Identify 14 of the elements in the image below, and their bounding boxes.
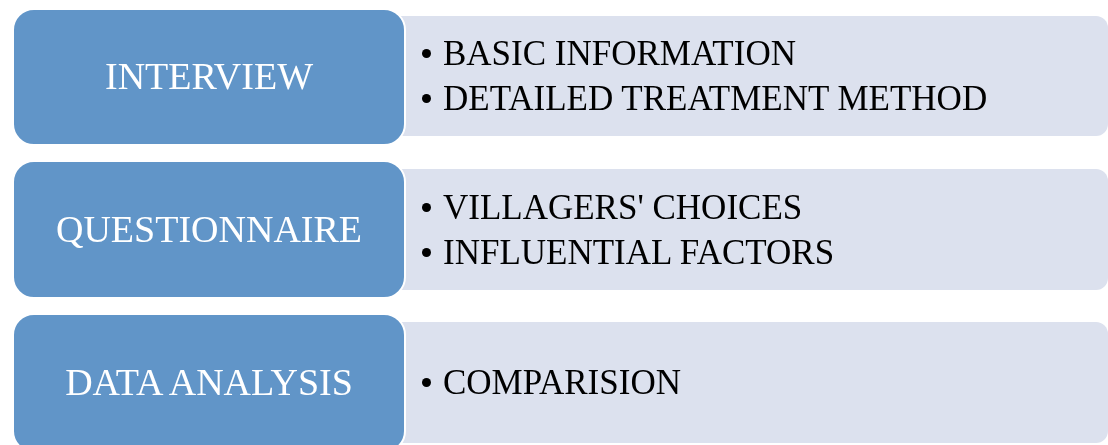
detail-panel [400,169,1108,290]
step-box [12,160,406,299]
detail-item: BASIC INFORMATION [443,33,796,75]
detail-item: VILLAGERS' CHOICES [443,186,803,229]
detail-item: INFLUENTIAL FACTORS [443,231,835,274]
detail-item: COMPARISION [443,362,681,404]
step-title: QUESTIONNAIRE [55,206,363,252]
step-title: DATA ANALYSIS [65,360,353,406]
detail-panel [400,322,1108,443]
step-box [12,313,406,445]
step-box [12,8,406,146]
step-title: INTERVIEW [105,54,313,100]
detail-item: DETAILED TREATMENT METHOD [443,78,988,120]
detail-panel [400,16,1108,136]
